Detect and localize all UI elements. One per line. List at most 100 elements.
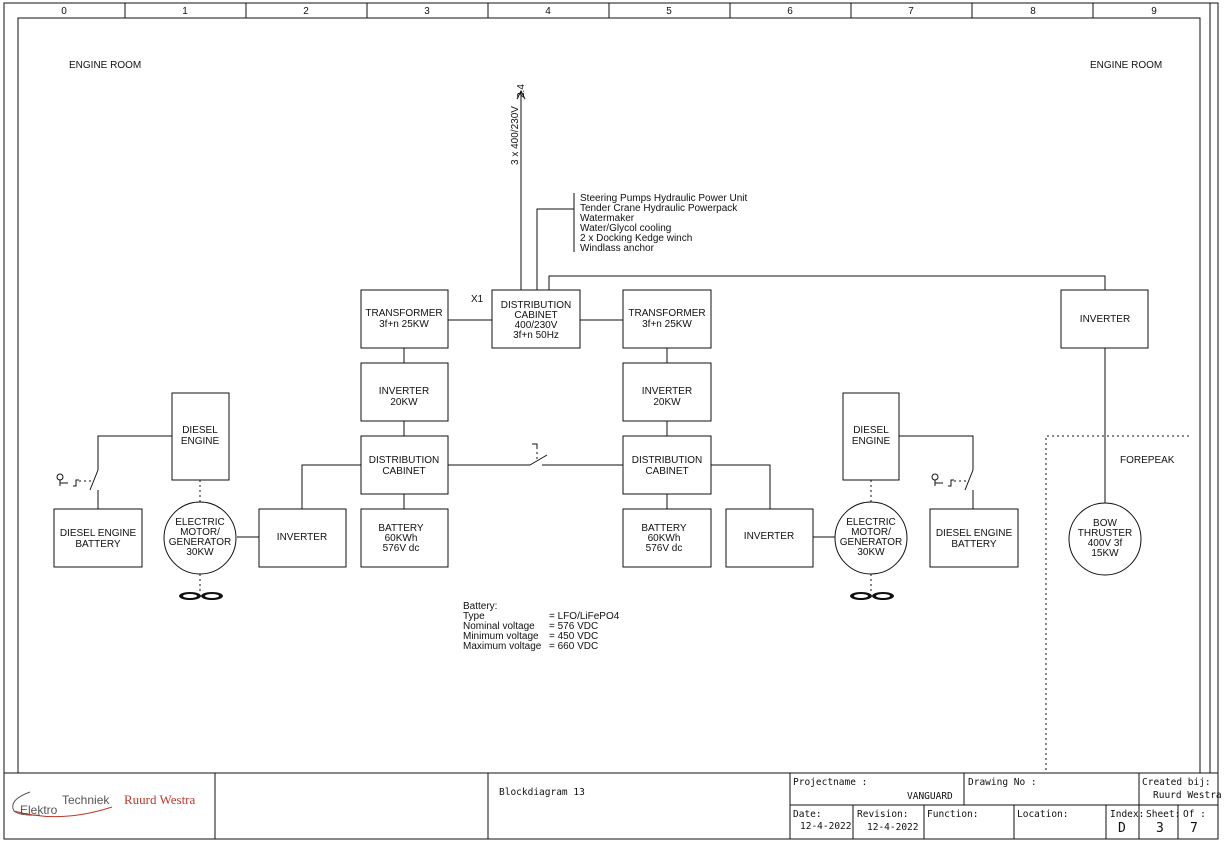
title-block: Elektro Techniek Ruurd Westra Blockdiagr… [4, 772, 1222, 839]
of-value: 7 [1190, 821, 1198, 836]
consumer-5: 2 x Docking Kedge winch [580, 233, 692, 244]
logo-text-elektro: Elektro [20, 803, 58, 817]
transformer-right-line-1: TRANSFORMER [628, 308, 705, 319]
distribution-cabinet-right [622, 435, 712, 495]
diesel-battery-right-line-1: DIESEL ENGINE [936, 528, 1013, 539]
column-ruler: 0 1 2 3 4 5 6 7 8 9 [61, 3, 1157, 18]
ruler-col-8: 8 [1030, 6, 1036, 17]
bus-tie-switch [448, 443, 623, 466]
bow-thruster-line-1: BOW [1093, 518, 1117, 529]
ruler-col-9: 9 [1151, 6, 1157, 17]
inverter-20kw-right [622, 362, 712, 422]
battery-spec-max-value: = 660 VDC [549, 641, 598, 652]
battery-spec-nominal-value: = 576 VDC [549, 621, 598, 632]
ruler-col-1: 1 [182, 6, 188, 17]
generator-left-line-1: ELECTRIC [175, 517, 224, 528]
engine-room-label-left: ENGINE ROOM [69, 60, 141, 71]
consumer-3: Watermaker [580, 213, 635, 224]
projectname-label: Projectname : [793, 777, 867, 788]
transformer-left-line-1: TRANSFORMER [365, 308, 442, 319]
battery-spec-min-value: = 450 VDC [549, 631, 598, 642]
propeller-icon-right [850, 592, 894, 600]
diesel-engine-left-line-2: ENGINE [181, 436, 220, 447]
link-inverter-left [301, 464, 361, 509]
diesel-battery-left-line-1: DIESEL ENGINE [60, 528, 137, 539]
consumer-2: Tender Crane Hydraulic Powerpack [580, 203, 738, 214]
generator-left-line-4: 30KW [186, 547, 214, 558]
link-inverter-right [711, 464, 771, 509]
inverter-bow-label: INVERTER [1080, 314, 1130, 325]
created-by-value: Ruurd Westra [1153, 790, 1222, 801]
revision-label: Revision: [857, 809, 908, 820]
battery-right-line-3: 576V dc [646, 543, 683, 554]
battery-left-line-2: 60KWh [385, 533, 418, 544]
dist-right-line-1: DISTRIBUTION [632, 455, 703, 466]
propeller-icon-left [179, 592, 223, 600]
generator-left-line-2: MOTOR/ [180, 527, 220, 538]
generator-right [834, 501, 908, 575]
dist-main-line-2: CABINET [514, 310, 557, 321]
x1-label: X1 [471, 294, 484, 305]
forepeak-boundary [1045, 435, 1190, 770]
battery-spec-type-value: = LFO/LiFePO4 [549, 611, 620, 622]
revision-value: 12-4-2022 [867, 822, 918, 833]
outer-frame [3, 2, 1219, 840]
ruler-col-4: 4 [545, 6, 551, 17]
generator-left-line-3: GENERATOR [169, 537, 231, 548]
index-value: D [1118, 821, 1126, 836]
ruler-col-0: 0 [61, 6, 67, 17]
diesel-engine-right [842, 392, 900, 481]
dist-main-line-3: 400/230V [515, 320, 558, 331]
inverter-left-label: INVERTER [277, 532, 327, 543]
diesel-engine-right-line-1: DIESEL [853, 425, 889, 436]
date-label: Date: [793, 809, 822, 820]
feed-voltage-label: 3 x 400/230V [510, 106, 521, 165]
bow-feed-line [548, 275, 1106, 290]
ruler-col-3: 3 [424, 6, 430, 17]
generator-right-line-4: 30KW [857, 547, 885, 558]
diesel-engine-left [171, 392, 230, 481]
battery-switch-right [899, 435, 974, 509]
logo-text-techniek: Techniek [62, 793, 110, 807]
forepeak-label: FOREPEAK [1120, 455, 1175, 466]
function-label: Function: [927, 809, 978, 820]
date-value: 12-4-2022 [800, 821, 851, 832]
generator-left [163, 501, 237, 575]
inverter-20kw-left-line-1: INVERTER [379, 386, 429, 397]
battery-spec-type-label: Type [463, 611, 485, 622]
battery-right [622, 508, 712, 568]
dist-main-line-1: DISTRIBUTION [501, 300, 572, 311]
drawing-title: Blockdiagram 13 [499, 787, 585, 798]
drawing-no-label: Drawing No : [968, 777, 1037, 788]
battery-spec-max-label: Maximum voltage [463, 641, 542, 652]
inverter-left [258, 508, 347, 568]
of-label: Of : [1183, 809, 1206, 820]
location-label: Location: [1017, 809, 1068, 820]
inverter-20kw-left [360, 362, 449, 422]
battery-left-line-1: BATTERY [378, 523, 424, 534]
diesel-engine-left-line-1: DIESEL [182, 425, 218, 436]
consumer-1: Steering Pumps Hydraulic Power Unit [580, 193, 748, 204]
transformer-left-line-2: 3f+n 25KW [379, 319, 429, 330]
dist-left-line-1: DISTRIBUTION [369, 455, 440, 466]
diesel-engine-battery-right [929, 508, 1019, 568]
company-logo: Elektro Techniek Ruurd Westra [12, 791, 196, 818]
bow-thruster-line-3: 400V 3f [1088, 538, 1123, 549]
bow-thruster-line-4: 15KW [1091, 548, 1119, 559]
distribution-cabinet-main [491, 289, 581, 349]
ruler-col-6: 6 [787, 6, 793, 17]
inverter-20kw-right-line-2: 20KW [653, 397, 681, 408]
inverter-20kw-right-line-1: INVERTER [642, 386, 692, 397]
consumer-6: Windlass anchor [580, 243, 655, 254]
generator-right-line-3: GENERATOR [840, 537, 902, 548]
diesel-battery-left-line-2: BATTERY [75, 539, 121, 550]
inverter-right [725, 508, 814, 568]
transformer-left [360, 289, 449, 349]
inverter-right-label: INVERTER [744, 531, 794, 542]
index-label: Index: [1110, 809, 1144, 820]
battery-spec-min-label: Minimum voltage [463, 631, 539, 642]
distribution-cabinet-left [360, 435, 449, 495]
ruler-col-7: 7 [908, 6, 914, 17]
dist-main-line-4: 3f+n 50Hz [513, 330, 559, 341]
